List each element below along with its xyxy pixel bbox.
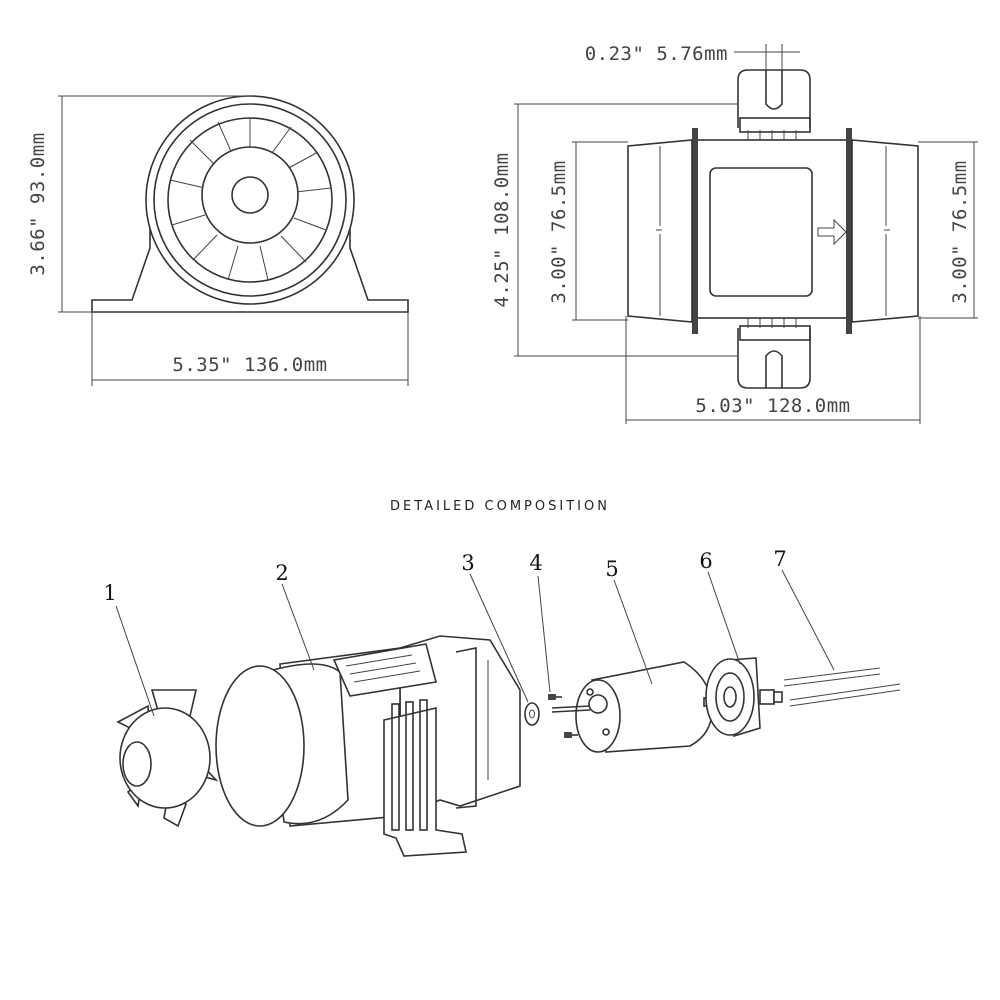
front-hub [201, 146, 299, 244]
front-housing-rim [153, 103, 347, 297]
side-body [695, 139, 849, 319]
part-6-end-cap [705, 657, 783, 738]
part-1-impeller [116, 689, 219, 828]
side-length-label: 5.03" 128.0mm [695, 395, 850, 417]
side-bottom-tab [737, 328, 811, 389]
side-flange-left [692, 128, 698, 334]
callout-3: 3 [461, 551, 474, 575]
side-duct-right [851, 139, 919, 323]
exploded-view: 1 2 3 4 5 6 7 [103, 547, 901, 857]
callout-2: 2 [275, 561, 288, 585]
slot-width-label: 0.23" 5.76mm [585, 43, 728, 65]
part-7-wires [783, 667, 901, 707]
callout-7: 7 [773, 547, 786, 571]
front-height-label: 3.66" 93.0mm [27, 132, 49, 275]
leader-lines [115, 569, 835, 717]
side-view: 0.23" 5.76mm 4.25" 108.0mm 3.00" 76.5mm … [491, 43, 978, 424]
composition-title: DETAILED COMPOSITION [390, 499, 610, 514]
callout-4: 4 [529, 551, 542, 575]
front-width-label: 5.35" 136.0mm [172, 354, 327, 376]
part-3-washer [524, 702, 540, 726]
front-shaft [231, 176, 269, 214]
side-flange-right [846, 128, 852, 334]
side-inner-height-right-label: 3.00" 76.5mm [949, 160, 971, 303]
part-5-motor [551, 661, 713, 753]
front-impeller-vanes [169, 118, 332, 281]
callout-5: 5 [605, 557, 618, 581]
side-label-plate [709, 167, 813, 297]
side-outer-height-label: 4.25" 108.0mm [491, 152, 513, 307]
flow-arrow-icon [817, 218, 847, 246]
front-view: 3.66" 93.0mm 5.35" 136.0mm [27, 95, 409, 386]
part-4-screws [548, 694, 578, 738]
part-2-housing [215, 635, 521, 857]
side-top-tab [737, 69, 811, 128]
callout-1: 1 [103, 581, 116, 605]
side-duct-left [627, 139, 693, 323]
callout-6: 6 [699, 549, 712, 573]
side-inner-height-left-label: 3.00" 76.5mm [548, 160, 570, 303]
